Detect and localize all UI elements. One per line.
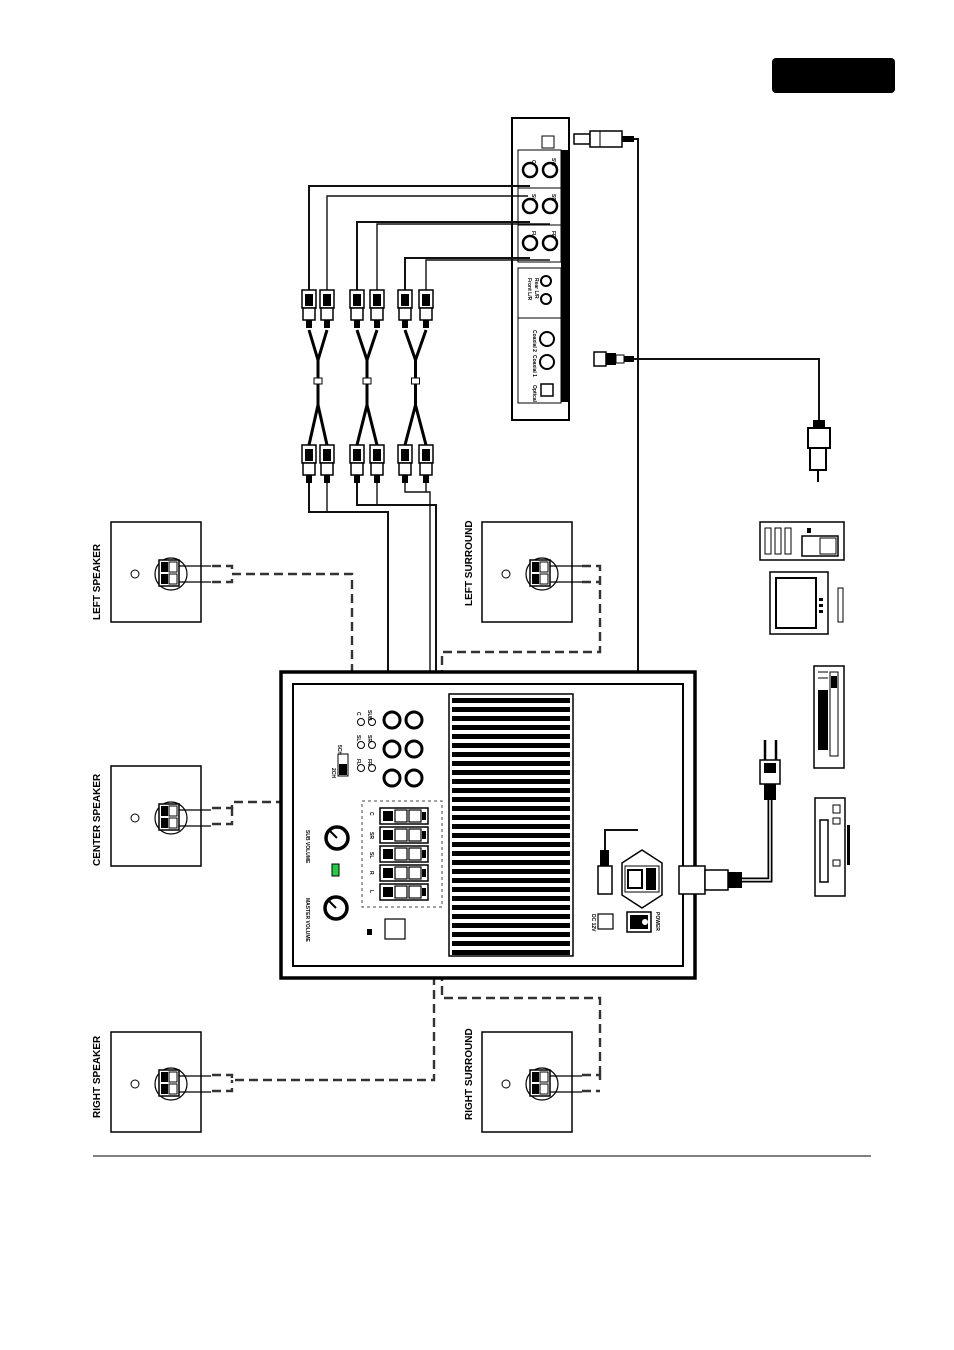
rca-plug-icon xyxy=(302,290,316,328)
label-left-surround: LEFT SURROUND xyxy=(464,520,475,606)
decoder-out-c: C xyxy=(530,160,536,164)
vcr-icon xyxy=(814,666,844,768)
sub-in-c: C xyxy=(355,712,361,716)
term-label-sl: SL xyxy=(368,852,374,858)
decoder-in-coax2: Coaxial 2 xyxy=(531,330,537,352)
page-tab xyxy=(772,58,895,93)
speaker-terminal[interactable] xyxy=(380,827,428,843)
rca-plug-icon xyxy=(370,445,384,483)
right-speaker-box xyxy=(111,1032,211,1132)
speaker-terminal[interactable] xyxy=(380,884,428,900)
master-volume-knob[interactable] xyxy=(325,897,347,919)
sub-in-fr: FR xyxy=(366,759,372,766)
mode-5ch-label: 5CH xyxy=(336,745,342,755)
pc-tower-icon xyxy=(760,522,844,560)
label-center-speaker: CENTER SPEAKER xyxy=(92,773,103,866)
decoder-in-rear: Rear L/R xyxy=(533,278,539,299)
decoder-in-front: Front L/R xyxy=(526,278,532,301)
speaker-terminal[interactable] xyxy=(380,846,428,862)
label-left-speaker: LEFT SPEAKER xyxy=(92,543,103,620)
left-surround-box xyxy=(482,522,582,622)
monitor-icon xyxy=(770,572,843,634)
decoder-out-sl: SL xyxy=(530,194,536,200)
decoder-out-sr: SR xyxy=(550,194,556,201)
subwoofer-unit: C SUB SL SR FL FR 5CH 2CH SUB VOLUME MAS… xyxy=(281,672,695,978)
rca-plug-icon xyxy=(350,290,364,328)
rca-plug-icon xyxy=(320,445,334,483)
coaxial-plug-icon xyxy=(594,352,830,482)
term-label-l: L xyxy=(368,890,374,893)
center-speaker-box xyxy=(111,766,211,866)
rca-plug-icon xyxy=(370,290,384,328)
power-switch[interactable] xyxy=(627,912,651,932)
sub-volume-label: SUB VOLUME xyxy=(304,830,310,864)
master-volume-label: MASTER VOLUME xyxy=(304,898,310,943)
left-speaker-box xyxy=(111,522,211,622)
speaker-terminal[interactable] xyxy=(380,865,428,881)
decoder-in-coax1: Coaxial 1 xyxy=(531,355,537,377)
decoder-in-optical: Optical xyxy=(531,385,537,403)
speaker-terminal[interactable] xyxy=(380,808,428,824)
right-surround-box xyxy=(482,1032,582,1132)
term-label-r: R xyxy=(368,871,374,875)
mode-2ch-label: 2CH xyxy=(330,768,336,778)
term-label-c: C xyxy=(368,812,374,816)
rca-plug-icon xyxy=(398,445,412,483)
rca-plug-icon xyxy=(398,290,412,328)
dc-12v-label: DC 12V xyxy=(590,914,596,932)
dvd-player-icon xyxy=(815,798,850,896)
decoder-out-fr: FR xyxy=(550,231,556,238)
sub-in-fl: FL xyxy=(355,759,361,765)
label-right-surround: RIGHT SURROUND xyxy=(464,1028,475,1120)
rca-plug-icon xyxy=(419,445,433,483)
sub-in-sr: SR xyxy=(366,735,372,742)
rca-plug-icon xyxy=(320,290,334,328)
power-led xyxy=(332,864,339,876)
sub-in-sub: SUB xyxy=(366,710,372,721)
sub-volume-knob[interactable] xyxy=(326,827,348,849)
rca-plug-icon xyxy=(302,445,316,483)
label-right-speaker: RIGHT SPEAKER xyxy=(92,1035,103,1118)
rca-plug-icon xyxy=(419,290,433,328)
decoder-out-sw: SW xyxy=(550,158,556,166)
decoder-out-fl: FL xyxy=(530,231,536,237)
term-label-sr: SR xyxy=(368,832,374,839)
power-label: POWER xyxy=(654,912,660,931)
sub-in-sl: SL xyxy=(355,735,361,741)
decoder-box: C SW SL SR FL FR Front L/R Rear L/R Coax… xyxy=(512,118,569,420)
rca-plug-icon xyxy=(350,445,364,483)
